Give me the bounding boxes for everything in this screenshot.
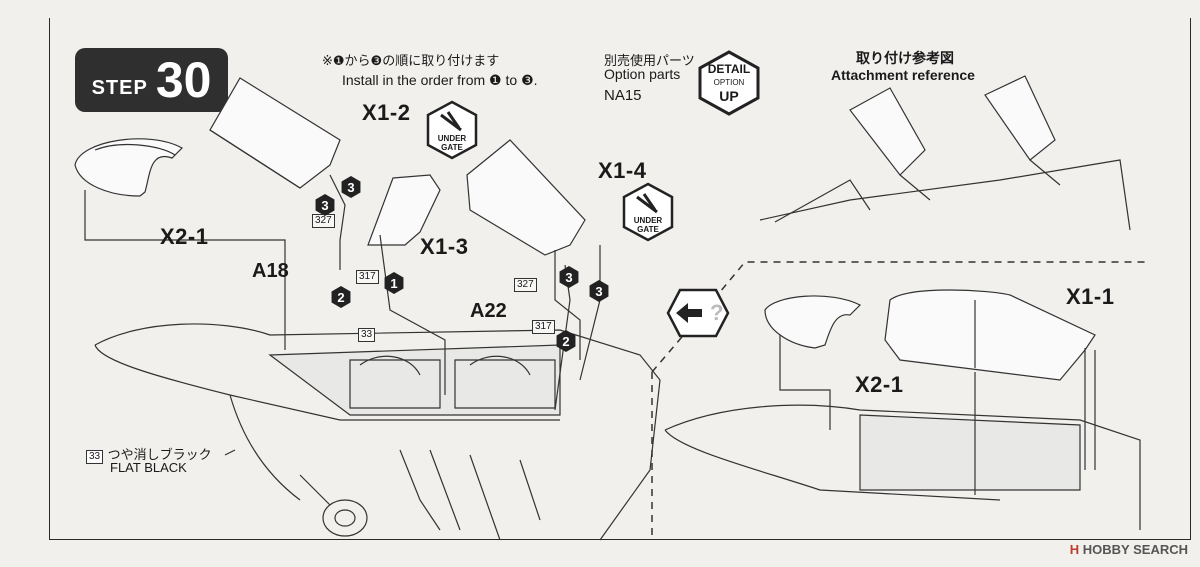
instruction-jp: ※❶から❸の順に取り付けます (322, 53, 500, 68)
attach-choice-badge: ? (666, 288, 730, 338)
order-marker-2: 2 (331, 286, 351, 308)
cutter-hexagon-icon (622, 182, 674, 242)
label-x1-1: X1-1 (1066, 284, 1115, 309)
paint-code: 33 (86, 450, 104, 464)
detail-up-top: DETAIL (707, 62, 751, 76)
label-a18: A18 (252, 260, 289, 282)
watermark-text: HOBBY SEARCH (1082, 542, 1188, 557)
part-number-317-b: 317 (532, 320, 555, 334)
under-gate-label-1: UNDER GATE (437, 134, 467, 152)
instruction-en: Install in the order from ❶ to ❸. (342, 72, 538, 88)
paint-name-en: FLAT BLACK (110, 460, 187, 475)
label-x1-3: X1-3 (420, 234, 469, 259)
under-gate-badge-2: UNDER GATE (622, 182, 674, 242)
order-marker-3: 3 (559, 266, 579, 288)
label-x2-1-left: X2-1 (160, 224, 209, 249)
label-a22: A22 (470, 300, 507, 322)
watermark: H HOBBY SEARCH (1070, 542, 1188, 557)
option-parts-code: NA15 (604, 87, 642, 104)
part-number-317-a: 317 (356, 270, 379, 284)
left-aircraft-drawing (74, 77, 661, 541)
hobby-search-logo: H (1069, 542, 1080, 557)
cutter-hexagon-icon (426, 100, 478, 160)
order-marker-3: 3 (589, 280, 609, 302)
reference-title-jp: 取り付け参考図 (856, 50, 954, 66)
step-badge: STEP 30 (75, 48, 228, 112)
paint-callout: 33 つや消しブラック (86, 444, 212, 464)
detail-up-badge: DETAIL OPTION UP (696, 50, 762, 116)
order-marker-3: 3 (315, 194, 335, 216)
part-number-327-b: 327 (514, 278, 537, 292)
part-number-33: 33 (358, 328, 376, 342)
under-gate-badge-1: UNDER GATE (426, 100, 478, 160)
detail-up-bottom: UP (719, 88, 739, 104)
detail-up-mid: OPTION (713, 78, 745, 87)
arrow-choice-icon: ? (666, 288, 730, 338)
svg-text:?: ? (710, 300, 723, 325)
paint-name-jp: つや消しブラック (107, 447, 212, 462)
part-number-327-a: 327 (312, 214, 335, 228)
reference-title-en: Attachment reference (831, 67, 975, 83)
label-x1-4: X1-4 (598, 158, 647, 183)
under-gate-label-2: UNDER GATE (633, 216, 663, 234)
order-marker-3: 3 (341, 176, 361, 198)
order-marker-2: 2 (556, 330, 576, 352)
detail-up-hexagon-icon (698, 50, 760, 116)
step-number: 30 (155, 52, 212, 108)
option-parts-en: Option parts (604, 66, 681, 82)
page-frame (49, 18, 1191, 540)
option-parts-jp: 別売使用パーツ (604, 53, 695, 68)
order-marker-1: 1 (384, 272, 404, 294)
label-x1-2: X1-2 (362, 100, 411, 125)
label-x2-1-right: X2-1 (855, 372, 904, 397)
reference-aircraft-drawing (664, 75, 1141, 530)
step-word: STEP (91, 76, 148, 99)
